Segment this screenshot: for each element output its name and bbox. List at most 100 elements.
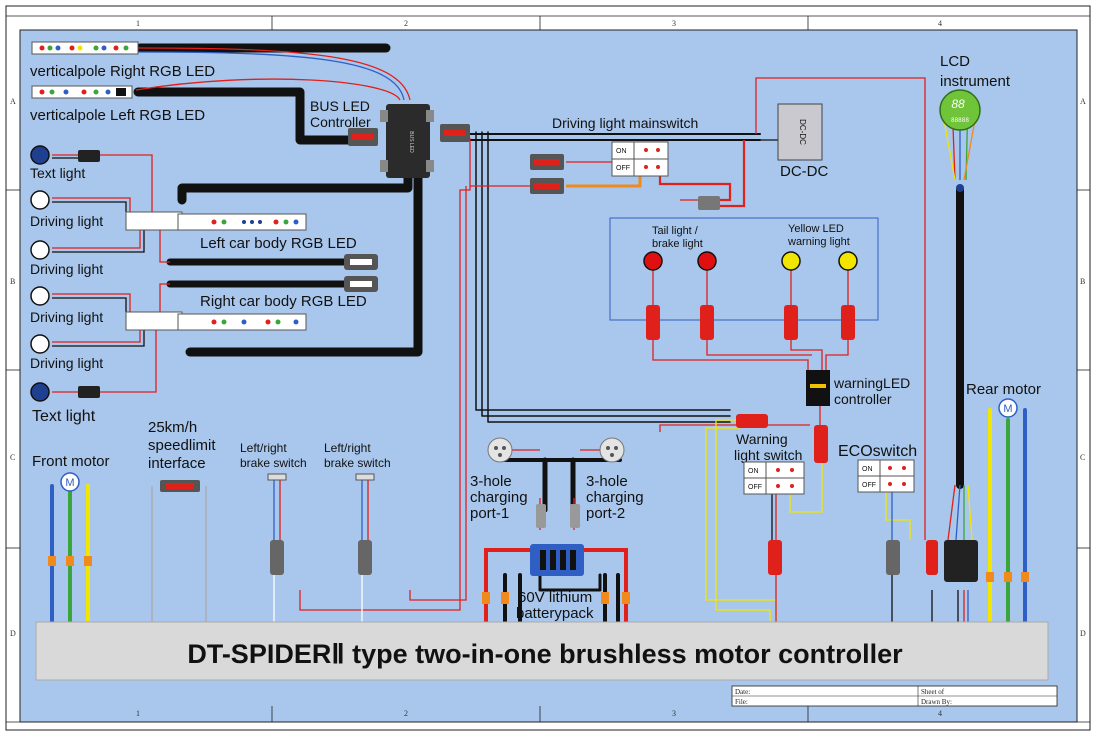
- bus-led-connector: [348, 128, 378, 146]
- row-label-a-right: A: [1080, 97, 1086, 106]
- charging-port-1: [487, 437, 513, 463]
- port-connectors: [536, 504, 580, 528]
- yellow-led-label-line1: Yellow LED: [788, 223, 844, 235]
- col-label-4-bottom: 4: [938, 709, 942, 718]
- brake-a-label-line1: Left/right: [240, 441, 287, 455]
- speed-label-line3: interface: [148, 455, 206, 472]
- right-rgb-strip: [31, 41, 139, 55]
- col-label-2-bottom: 2: [404, 709, 408, 718]
- left-rgb-label: verticalpole Left RGB LED: [30, 107, 205, 124]
- battery-label-line2: batterypack: [516, 605, 594, 622]
- port2-label-line3: port-2: [586, 505, 625, 522]
- bus-led-label-line1: BUS LED: [310, 98, 370, 114]
- drawing-area: [19, 29, 1078, 723]
- title-block-file: File:: [735, 698, 748, 706]
- brake-b-label-line1: Left/right: [324, 441, 371, 455]
- warning-switch-label-line2: light switch: [734, 447, 802, 463]
- title-block: [731, 685, 1058, 707]
- col-label-3-bottom: 3: [672, 709, 676, 718]
- col-label-1-bottom: 1: [136, 709, 140, 718]
- title-block-sheet: Sheet of: [921, 688, 945, 696]
- brake-switches: [267, 473, 375, 575]
- port2-label-line1: 3-hole: [586, 473, 628, 490]
- rear-motor-label: Rear motor: [966, 381, 1041, 398]
- right-body-rgb-label: Right car body RGB LED: [200, 293, 367, 310]
- port2-label-line2: charging: [586, 489, 644, 506]
- battery-pack: [530, 544, 584, 576]
- lamp-connectors: [646, 305, 855, 340]
- speed-label-line1: 25km/h: [148, 419, 197, 436]
- right-body-rgb-strip: [125, 311, 307, 331]
- speed-limit-connector: [160, 480, 200, 492]
- lcd-speed-readout: 88: [951, 97, 965, 111]
- warning-ctrl-label-line2: controller: [834, 391, 892, 407]
- charging-port-2: [599, 437, 625, 463]
- warning-light-switch: [743, 461, 805, 495]
- lcd-junction: [956, 184, 964, 192]
- eco-switch-on: ON: [862, 466, 873, 473]
- right-connectors: [886, 540, 978, 582]
- left-body-rgb-strip: [125, 211, 307, 231]
- bus-led-label-line2: Controller: [310, 114, 371, 130]
- eco-switch-label: ECOswitch: [838, 443, 917, 460]
- body-rgb-connectors: [344, 254, 378, 292]
- row-label-d: D: [10, 629, 16, 638]
- warning-switch-connector: [736, 414, 768, 428]
- brake-a-label-line2: brake switch: [240, 456, 307, 470]
- row-label-c: C: [10, 453, 15, 462]
- col-label-3: 3: [672, 19, 676, 28]
- dcdc-label: DC-DC: [780, 163, 828, 180]
- inline-fuses: [48, 556, 1029, 604]
- row-label-b: B: [10, 277, 15, 286]
- left-body-rgb-label: Left car body RGB LED: [200, 235, 357, 252]
- driving-light-4-label: Driving light: [30, 355, 103, 371]
- row-label-d-right: D: [1080, 629, 1086, 638]
- driving-light-3-label: Driving light: [30, 309, 103, 325]
- lcd-label-line1: LCD: [940, 53, 970, 70]
- warning-ctrl-label-line1: warningLED: [833, 375, 910, 391]
- warning-switch-label-line1: Warning: [736, 431, 788, 447]
- driving-main-switch-label: Driving light mainswitch: [552, 115, 698, 131]
- front-motor-symbol: M: [65, 477, 74, 489]
- warning-switch-lower-connector: [768, 540, 782, 575]
- dcdc-chip-label: DC-DC: [798, 119, 807, 145]
- speed-label-line2: speedlimit: [148, 437, 216, 454]
- main-connector: [440, 124, 470, 142]
- left-lamps: [30, 145, 100, 402]
- front-motor-label: Front motor: [32, 453, 110, 470]
- warning-switch-off: OFF: [748, 484, 762, 491]
- port1-label-line3: port-1: [470, 505, 509, 522]
- right-rgb-label: verticalpole Right RGB LED: [30, 63, 215, 80]
- lcd-instrument: 88 88888: [939, 89, 981, 131]
- col-label-1: 1: [136, 19, 140, 28]
- lcd-sub-readout: 88888: [951, 117, 969, 124]
- left-rgb-strip: [31, 85, 133, 99]
- driving-light-main-switch: [611, 141, 669, 177]
- text-light-top-label: Text light: [30, 165, 85, 181]
- diagram-title: DT-SPIDERⅡ type two-in-one brushless mot…: [187, 639, 903, 669]
- col-label-4: 4: [938, 19, 942, 28]
- port1-label-line1: 3-hole: [470, 473, 512, 490]
- outer-frame: [5, 5, 1091, 731]
- rear-motor: M: [998, 398, 1018, 418]
- title-bar: [35, 621, 1049, 681]
- eco-switch-off: OFF: [862, 482, 876, 489]
- col-label-2: 2: [404, 19, 408, 28]
- eco-switch: [857, 459, 915, 493]
- yellow-led-label-line2: warning light: [787, 236, 850, 248]
- lcd-label-line2: instrument: [940, 73, 1011, 90]
- wiring: [52, 47, 976, 630]
- rear-lights-panel: [609, 217, 879, 321]
- driving-light-1-label: Driving light: [30, 213, 103, 229]
- bus-led-controller: BUS LED: [380, 104, 434, 178]
- front-motor: M: [60, 472, 80, 492]
- frame-dividers: [6, 15, 1090, 723]
- battery-label-line1: 60V lithium: [518, 589, 592, 606]
- brake-b-label-line2: brake switch: [324, 456, 391, 470]
- main-switch-off: OFF: [616, 165, 630, 172]
- warning-switch-on: ON: [748, 468, 759, 475]
- switch-connector: [530, 154, 720, 210]
- text-light-bottom-label: Text light: [32, 408, 96, 425]
- row-label-a: A: [10, 97, 16, 106]
